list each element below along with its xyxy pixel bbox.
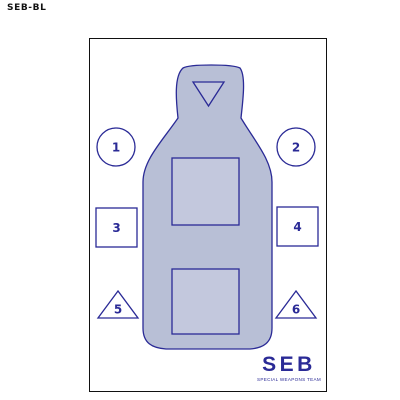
lower-square (171, 268, 240, 335)
circle-target-2 (276, 127, 316, 167)
target-label-4: 4 (293, 220, 301, 234)
brand-logo: SEB (262, 353, 316, 376)
target-label-2: 2 (292, 141, 300, 155)
target-label-1: 1 (112, 141, 120, 155)
square-target-4 (276, 206, 319, 247)
target-label-5: 5 (114, 303, 122, 317)
target-label-3: 3 (112, 221, 120, 235)
triangle-target-5 (96, 289, 140, 319)
square-target-3 (95, 207, 138, 248)
brand-tagline: SPECIAL WEAPONS TEAM (257, 377, 321, 382)
upper-square (171, 157, 240, 226)
head-triangle (191, 81, 226, 108)
circle-target-1 (96, 127, 136, 167)
triangle-target-6 (274, 289, 318, 319)
page-title: SEB-BL (7, 3, 47, 13)
target-label-6: 6 (292, 303, 300, 317)
